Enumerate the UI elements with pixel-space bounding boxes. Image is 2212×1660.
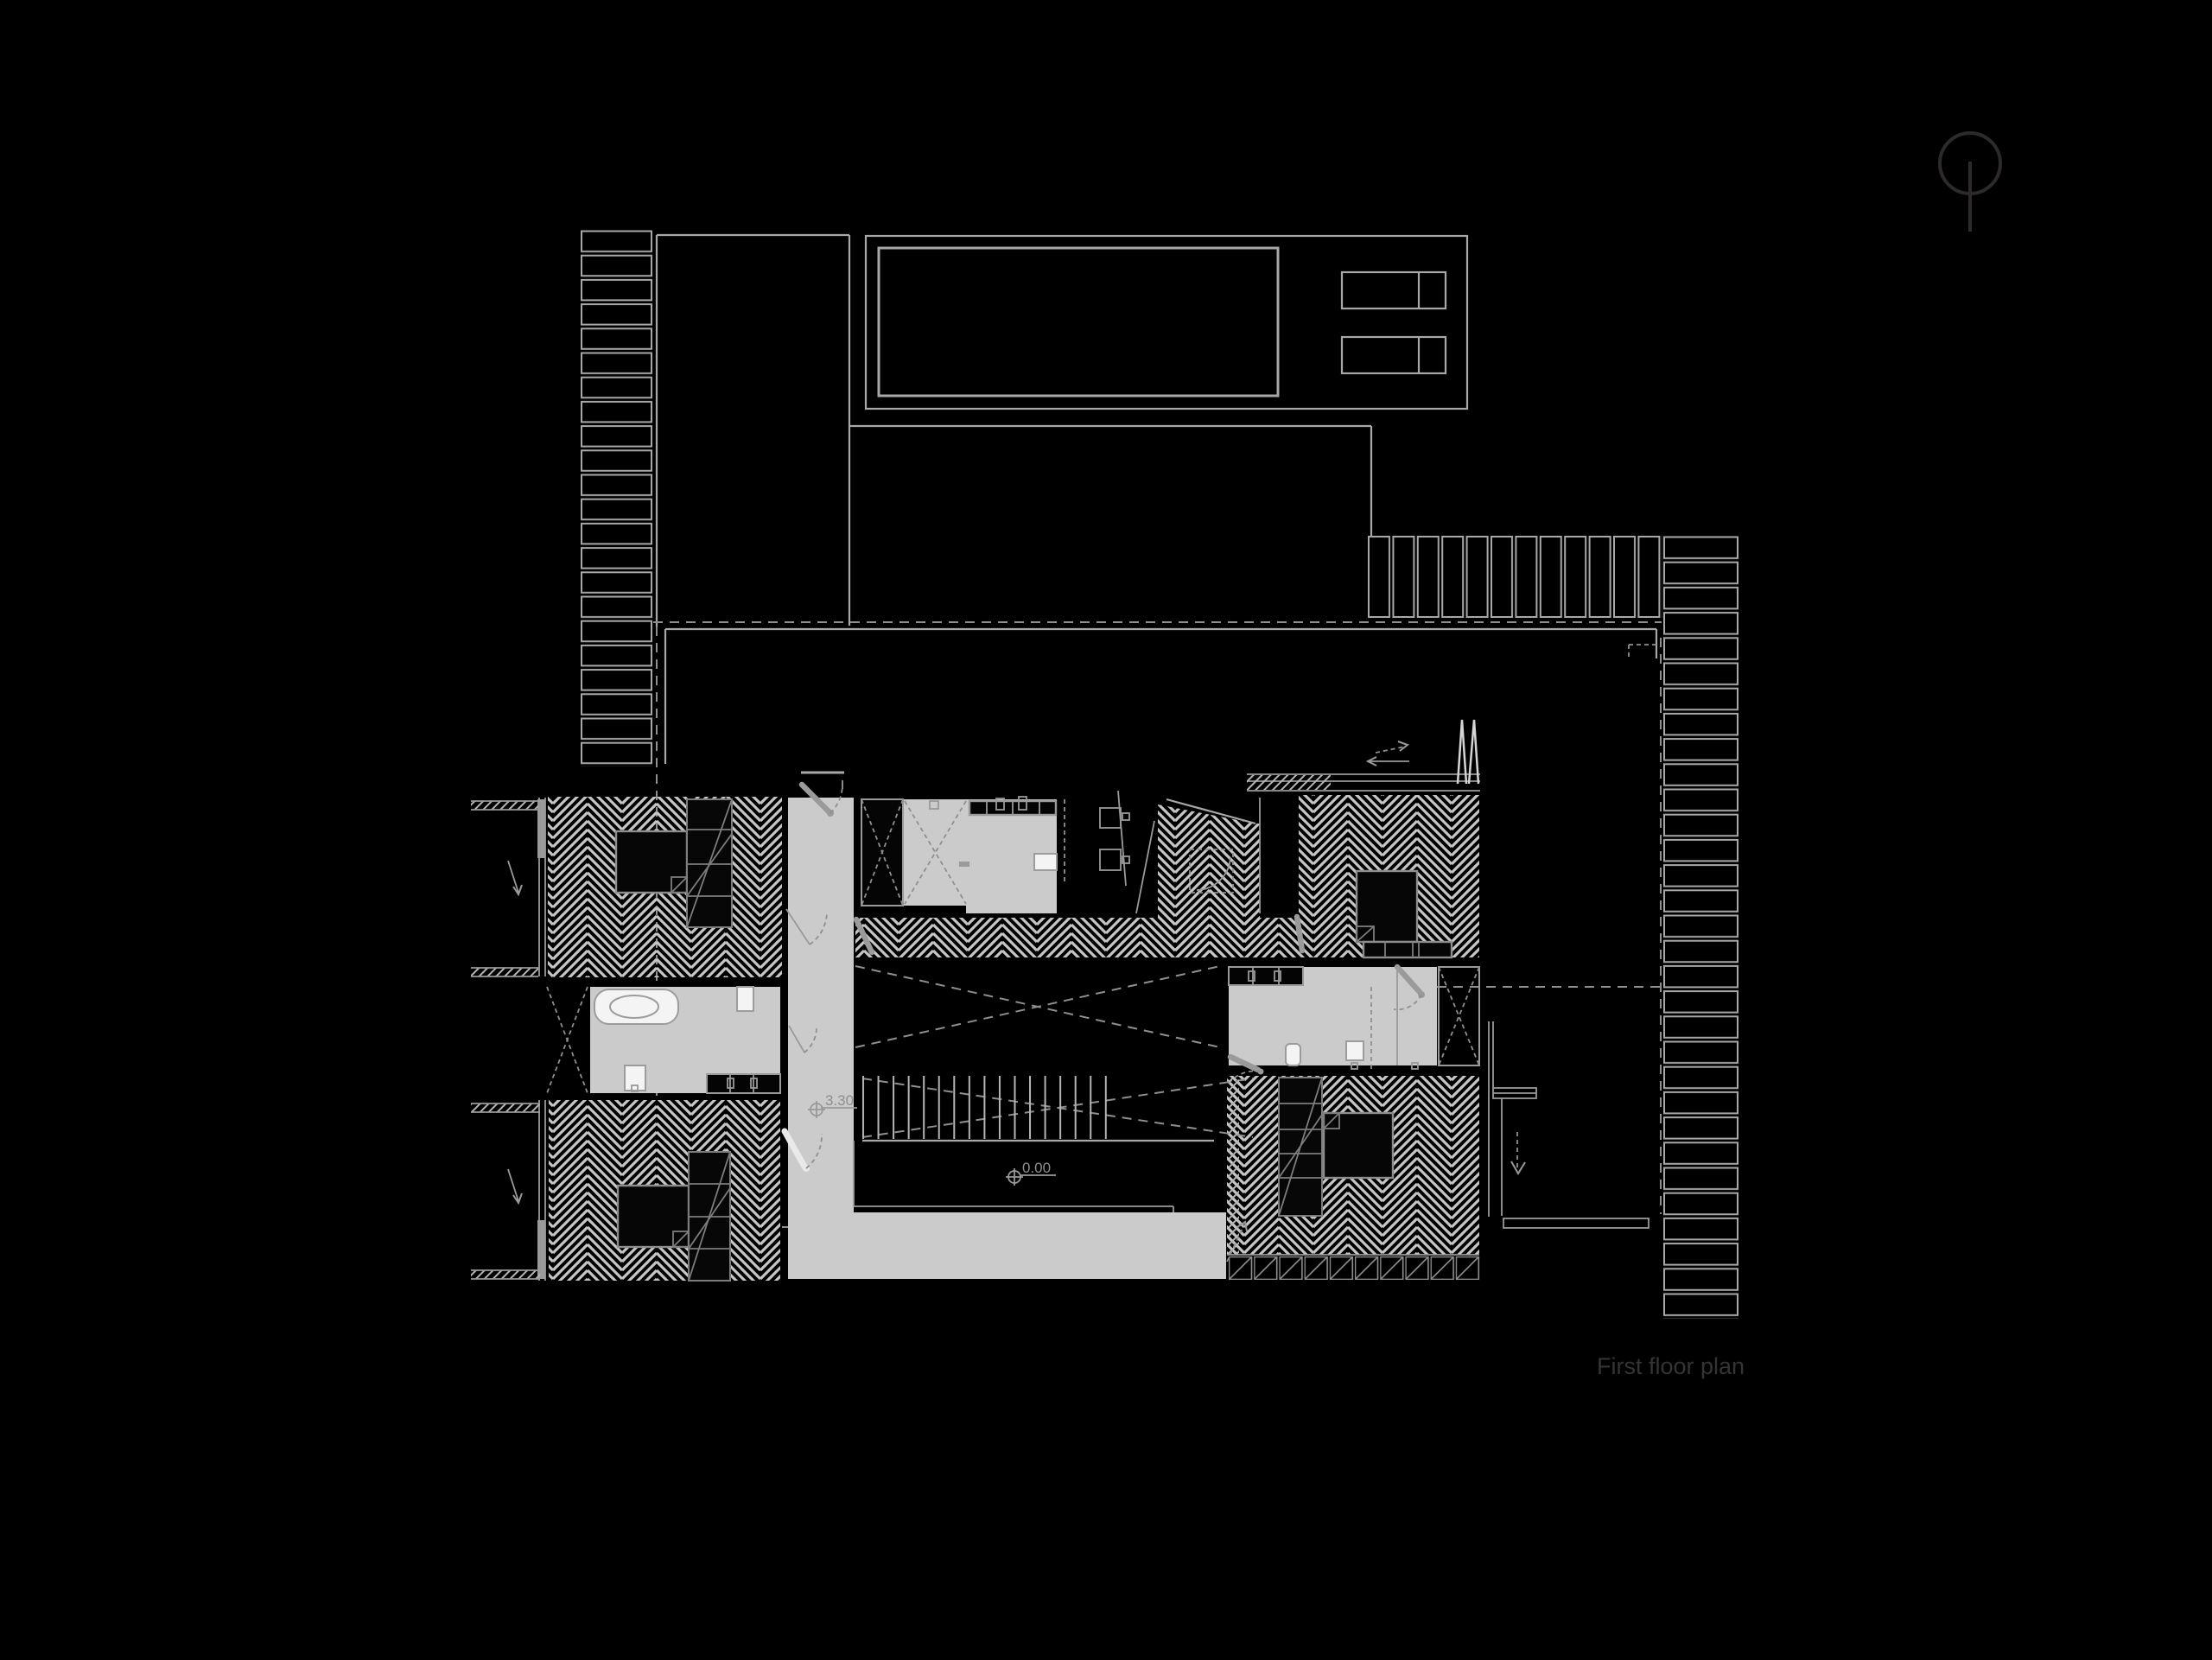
table bbox=[1099, 849, 1130, 871]
opening-arrow bbox=[507, 1168, 523, 1205]
wardrobe bbox=[1278, 1077, 1323, 1217]
louver-track bbox=[471, 1269, 540, 1280]
door-swing bbox=[785, 908, 828, 945]
bed bbox=[1322, 1111, 1395, 1180]
drain bbox=[631, 1084, 639, 1092]
toilet bbox=[1285, 1043, 1301, 1066]
door-swing bbox=[781, 1128, 823, 1172]
sink bbox=[736, 986, 754, 1012]
doors bbox=[781, 771, 1425, 1172]
shower-tray bbox=[1345, 1040, 1364, 1061]
bed bbox=[616, 1184, 690, 1249]
fence bbox=[1247, 719, 1480, 792]
pool-area bbox=[864, 234, 1469, 410]
louver-track bbox=[471, 1103, 540, 1113]
level-ground-label: 0.00 bbox=[1022, 1160, 1051, 1176]
sliding-panel bbox=[537, 1220, 545, 1279]
entry-arrows bbox=[1365, 741, 1410, 766]
lounge-chair bbox=[1340, 270, 1447, 310]
table bbox=[1099, 807, 1130, 829]
stair-treads bbox=[862, 1076, 1120, 1139]
bed bbox=[614, 830, 689, 894]
door-leaf bbox=[1294, 913, 1306, 954]
vanity-counter bbox=[1228, 966, 1304, 986]
living-void-cross bbox=[855, 965, 1221, 1048]
level-marker-000: 0.00 bbox=[1006, 1160, 1056, 1186]
drain bbox=[1411, 1062, 1419, 1070]
fixtures bbox=[594, 796, 1419, 1094]
boardwalk-middle bbox=[1368, 536, 1662, 618]
wall-hatch bbox=[1229, 1078, 1239, 1255]
shower-tray bbox=[624, 1065, 646, 1091]
entry-door bbox=[798, 771, 844, 817]
wardrobe bbox=[686, 798, 733, 928]
wardrobe bbox=[688, 1151, 731, 1282]
bench bbox=[1362, 940, 1453, 959]
louver-track bbox=[471, 967, 538, 977]
gate-icon bbox=[1456, 719, 1480, 785]
kitchen-island bbox=[1033, 853, 1058, 871]
furniture bbox=[614, 798, 1453, 1282]
corridor-floor bbox=[788, 798, 854, 1212]
lounge-chair bbox=[1340, 335, 1447, 375]
level-marker-330: 3.30 bbox=[808, 1092, 857, 1118]
lower-terrace-floor bbox=[788, 1212, 1226, 1279]
down-arrow-icon bbox=[1510, 1161, 1526, 1175]
kitchen-counter bbox=[968, 796, 1058, 817]
corner-arrow bbox=[1226, 1220, 1248, 1262]
louver-track bbox=[471, 800, 538, 811]
bathtub bbox=[594, 989, 679, 1025]
wc-fixture bbox=[929, 800, 939, 810]
bed bbox=[1355, 869, 1419, 944]
glazing bbox=[471, 790, 1261, 1281]
terrace-edge bbox=[1503, 1218, 1649, 1229]
opening-arrow bbox=[507, 860, 523, 897]
shower-door bbox=[1393, 964, 1425, 1011]
door-leaf bbox=[853, 916, 875, 956]
pool-deck bbox=[864, 234, 1469, 410]
door-handle bbox=[959, 862, 969, 867]
bath1-cross bbox=[546, 986, 588, 1094]
louver-row bbox=[1227, 1254, 1481, 1280]
gallery-floor bbox=[855, 918, 1299, 957]
staircase bbox=[853, 1076, 1214, 1212]
entry-void bbox=[1438, 966, 1480, 1066]
exterior-stair bbox=[1488, 1021, 1649, 1229]
pool bbox=[877, 246, 1280, 398]
closet-room bbox=[861, 798, 904, 906]
door-swing bbox=[788, 1025, 817, 1053]
level-upper-label: 3.30 bbox=[825, 1092, 854, 1109]
skylight-dashed-square bbox=[1189, 849, 1234, 894]
site-linework bbox=[581, 131, 2002, 1319]
boardwalk-left bbox=[581, 230, 652, 766]
boardwalk-right bbox=[1663, 536, 1738, 1319]
drain bbox=[1351, 1062, 1358, 1070]
tree-icon bbox=[1938, 131, 2002, 232]
vanity-counter bbox=[706, 1073, 781, 1094]
sliding-panel bbox=[537, 799, 545, 858]
plan-title: First floor plan bbox=[1597, 1353, 1745, 1379]
void-markings bbox=[546, 798, 1480, 1138]
